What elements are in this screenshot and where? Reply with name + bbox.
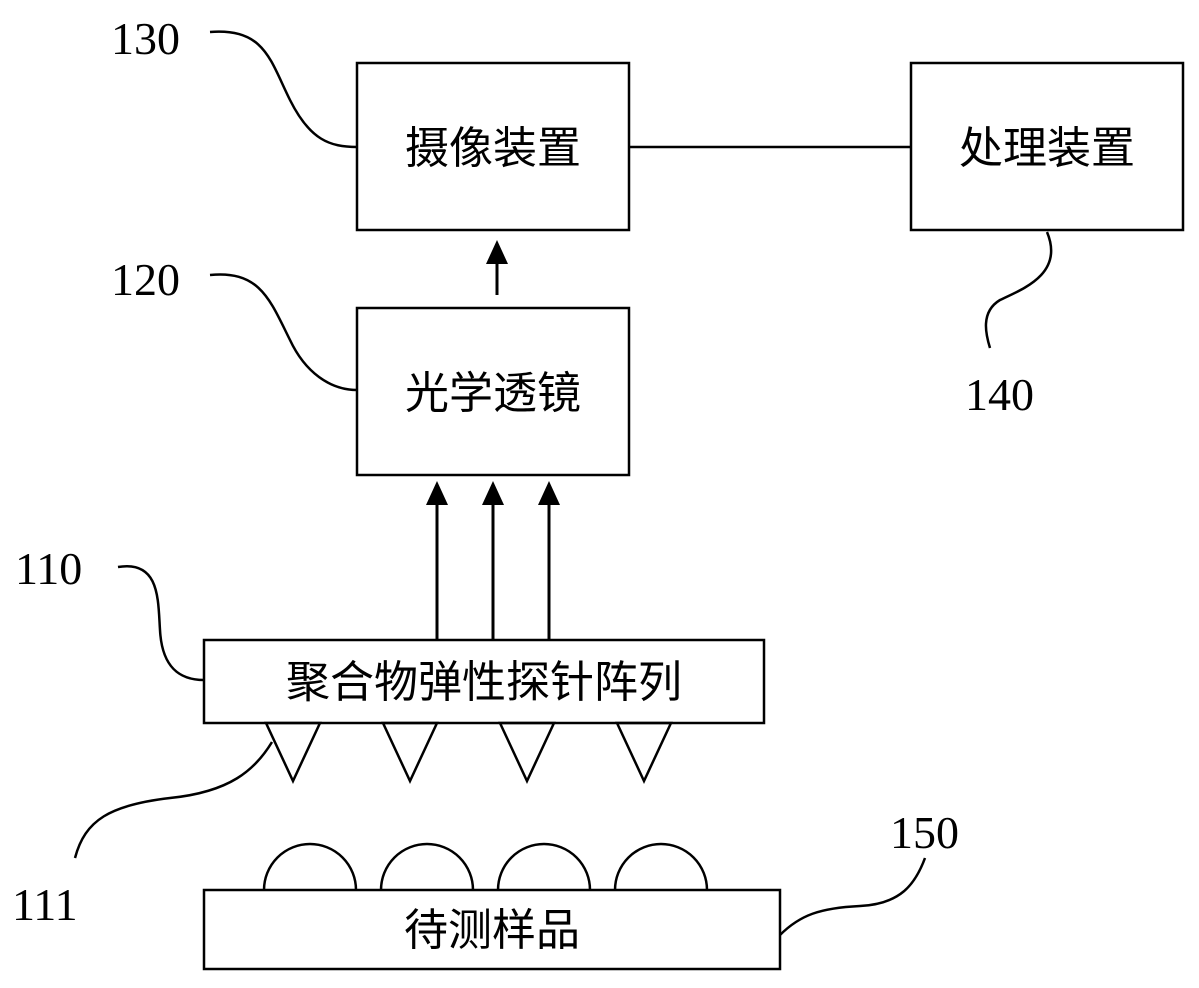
sample-label: 待测样品 (404, 905, 580, 956)
lens-block: 光学透镜 (355, 306, 631, 477)
probe-tip-1 (264, 721, 322, 784)
sample-bumps (262, 842, 709, 891)
sample-bump-2 (379, 842, 475, 891)
camera-label: 摄像装置 (405, 123, 581, 174)
sample-bump-3 (496, 842, 592, 891)
arrow-head-middle (482, 481, 504, 505)
ref-150: 150 (890, 807, 959, 858)
probe-tip-3 (498, 721, 556, 784)
processor-box (909, 61, 1185, 232)
processor-label: 处理装置 (959, 123, 1135, 174)
lens-to-camera-arrow (486, 240, 508, 295)
arrow-head-right (538, 481, 560, 505)
leader-111 (73, 741, 274, 859)
probe-tips (264, 721, 673, 784)
probe-tip-2 (381, 721, 439, 784)
probe-tip-4 (615, 721, 673, 784)
lens-label: 光学透镜 (405, 368, 581, 419)
camera-block: 摄像装置 (355, 61, 631, 232)
leader-120 (209, 273, 358, 392)
ref-140: 140 (965, 369, 1034, 420)
sample-bump-1 (262, 842, 358, 891)
arrow-head (486, 240, 508, 264)
leader-130 (209, 30, 358, 149)
probe-array-block: 聚合物弹性探针阵列 (202, 638, 766, 725)
ref-120: 120 (111, 254, 180, 305)
lens-box (355, 306, 631, 477)
leader-140 (984, 231, 1053, 349)
ref-110: 110 (15, 543, 82, 594)
probe-array-label: 聚合物弹性探针阵列 (286, 657, 682, 708)
sample-bump-4 (613, 842, 709, 891)
sample-block: 待测样品 (202, 888, 782, 971)
ref-130: 130 (111, 13, 180, 64)
probe-to-lens-arrows (426, 481, 560, 640)
leader-110 (117, 564, 205, 682)
processor-block: 处理装置 (909, 61, 1185, 232)
sample-box (202, 888, 782, 971)
arrow-head-left (426, 481, 448, 505)
camera-box (355, 61, 631, 232)
probe-array-box (202, 638, 766, 725)
ref-111: 111 (12, 879, 78, 930)
leader-150 (779, 857, 927, 936)
